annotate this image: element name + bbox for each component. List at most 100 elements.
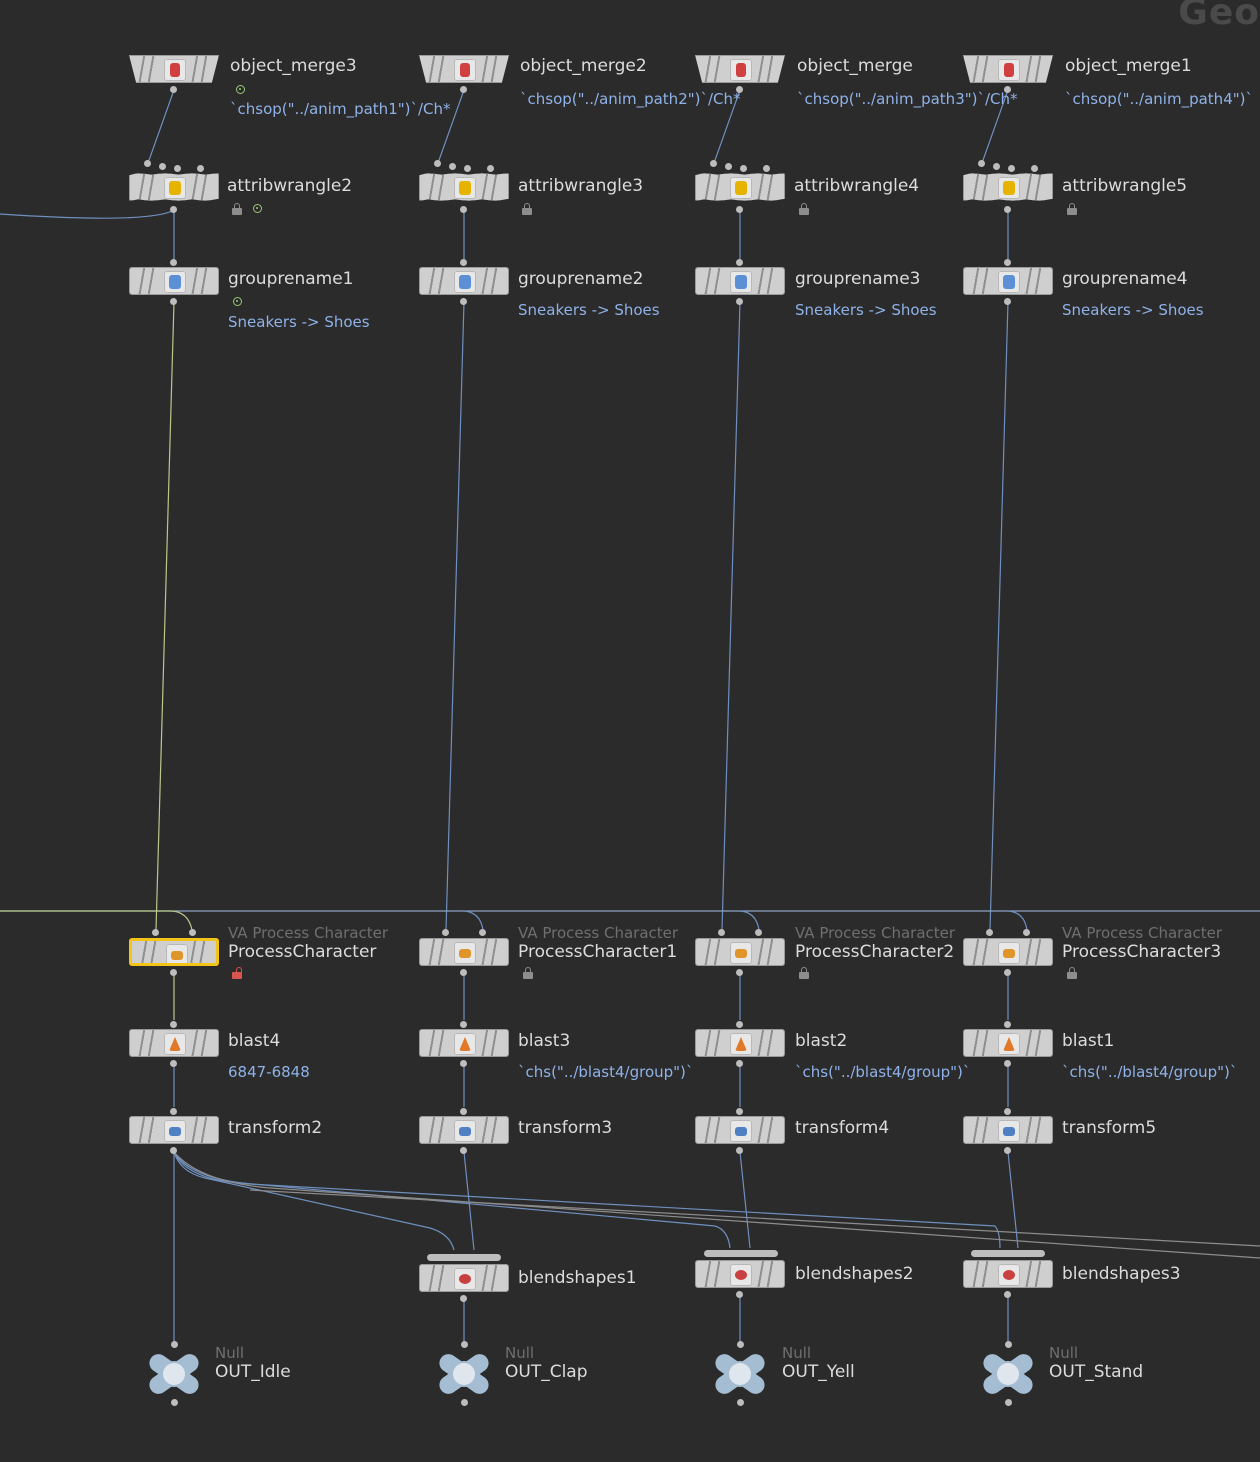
node-label[interactable]: blast3 [518,1031,571,1051]
node-object-merge2[interactable] [419,55,509,93]
node-blast2[interactable] [695,1021,785,1067]
node-label[interactable]: OUT_Yell [782,1362,855,1382]
node-out-clap[interactable] [432,1348,496,1398]
node-blast1[interactable] [963,1021,1053,1067]
network-context-label: Geo [1178,0,1260,33]
node-grouprename4[interactable] [963,259,1053,305]
node-out-idle[interactable] [142,1348,206,1398]
hda-icon [166,944,188,963]
node-blendshapes1[interactable] [419,1264,509,1302]
node-label[interactable]: OUT_Stand [1049,1362,1144,1382]
node-attribwrangle4[interactable] [695,160,785,213]
multi-input-bar[interactable] [971,1250,1045,1257]
lock-icon[interactable] [523,967,533,979]
unlocked-icon[interactable] [232,967,242,979]
node-label[interactable]: ProcessCharacter2 [795,942,955,962]
lock-icon[interactable] [522,203,532,215]
multi-input-bar[interactable] [427,1254,501,1261]
node-label[interactable]: grouprename4 [1062,269,1188,289]
node-processcharacter1[interactable] [419,929,509,976]
node-type-label: Null [782,1344,812,1362]
node-blast3[interactable] [419,1021,509,1067]
node-blendshapes3[interactable] [963,1260,1053,1298]
blendshapes-icon [998,1264,1020,1286]
wrangle-icon [454,177,476,199]
object-merge-icon [730,59,752,81]
node-label[interactable]: object_merge2 [520,56,647,76]
node-label[interactable]: object_merge [797,56,913,76]
lock-icon[interactable] [799,203,809,215]
node-label[interactable]: blast4 [228,1031,281,1051]
blendshapes-icon [730,1264,752,1286]
node-transform2[interactable] [129,1108,219,1154]
node-label[interactable]: blendshapes3 [1062,1264,1181,1284]
blast-icon [998,1033,1020,1055]
display-flag-icon[interactable] [236,85,245,94]
node-param: Sneakers -> Shoes [228,313,370,331]
node-blast4[interactable] [129,1021,219,1067]
node-label[interactable]: transform2 [228,1118,323,1138]
node-param: `chs("../blast4/group")` [795,1063,971,1081]
node-label[interactable]: object_merge3 [230,56,357,76]
node-label[interactable]: object_merge1 [1065,56,1192,76]
lock-icon[interactable] [1067,203,1077,215]
node-label[interactable]: ProcessCharacter1 [518,942,678,962]
node-param: Sneakers -> Shoes [795,301,937,319]
node-transform3[interactable] [419,1108,509,1154]
node-type-label: VA Process Character [518,924,679,942]
node-label[interactable]: OUT_Clap [505,1362,588,1382]
node-label[interactable]: blendshapes1 [518,1268,637,1288]
node-label[interactable]: ProcessCharacter3 [1062,942,1222,962]
node-attribwrangle3[interactable] [419,160,509,213]
node-label[interactable]: ProcessCharacter [228,942,377,962]
null-icon [997,1363,1019,1385]
node-grouprename2[interactable] [419,259,509,305]
node-object-merge[interactable] [695,55,785,93]
object-merge-icon [454,59,476,81]
node-type-label: VA Process Character [1062,924,1223,942]
node-label[interactable]: attribwrangle3 [518,176,644,196]
node-label[interactable]: grouprename2 [518,269,644,289]
node-processcharacter[interactable] [129,929,219,976]
group-rename-icon [454,271,476,293]
group-rename-icon [998,271,1020,293]
node-object-merge1[interactable] [963,55,1053,93]
node-label[interactable]: transform3 [518,1118,613,1138]
node-label[interactable]: blast1 [1062,1031,1115,1051]
transform-icon [730,1120,752,1142]
wrangle-icon [164,177,186,199]
node-blendshapes2[interactable] [695,1260,785,1298]
node-attribwrangle2[interactable] [129,160,219,213]
node-param: `chs("../blast4/group")` [1062,1063,1238,1081]
display-flag-icon[interactable] [233,297,242,306]
group-rename-icon [164,271,186,293]
node-label[interactable]: attribwrangle2 [227,176,353,196]
blendshapes-icon [454,1268,476,1290]
display-flag-icon[interactable] [253,204,262,213]
node-label[interactable]: blast2 [795,1031,848,1051]
node-object-merge3[interactable] [129,55,219,93]
wrangle-icon [998,177,1020,199]
multi-input-bar[interactable] [704,1250,778,1257]
node-label[interactable]: grouprename1 [228,269,354,289]
node-label[interactable]: attribwrangle4 [794,176,920,196]
node-grouprename3[interactable] [695,259,785,305]
lock-icon[interactable] [799,967,809,979]
node-label[interactable]: blendshapes2 [795,1264,914,1284]
node-type-label: Null [505,1344,535,1362]
node-out-stand[interactable] [976,1348,1040,1398]
node-out-yell[interactable] [708,1348,772,1398]
node-attribwrangle5[interactable] [963,160,1053,213]
node-label[interactable]: OUT_Idle [215,1362,291,1382]
node-processcharacter2[interactable] [695,929,785,976]
node-transform5[interactable] [963,1108,1053,1154]
node-transform4[interactable] [695,1108,785,1154]
lock-icon[interactable] [1067,967,1077,979]
node-label[interactable]: transform5 [1062,1118,1157,1138]
node-label[interactable]: grouprename3 [795,269,921,289]
node-grouprename1[interactable] [129,259,219,305]
node-processcharacter3[interactable] [963,929,1053,976]
node-label[interactable]: attribwrangle5 [1062,176,1188,196]
node-label[interactable]: transform4 [795,1118,890,1138]
lock-icon[interactable] [232,203,242,215]
